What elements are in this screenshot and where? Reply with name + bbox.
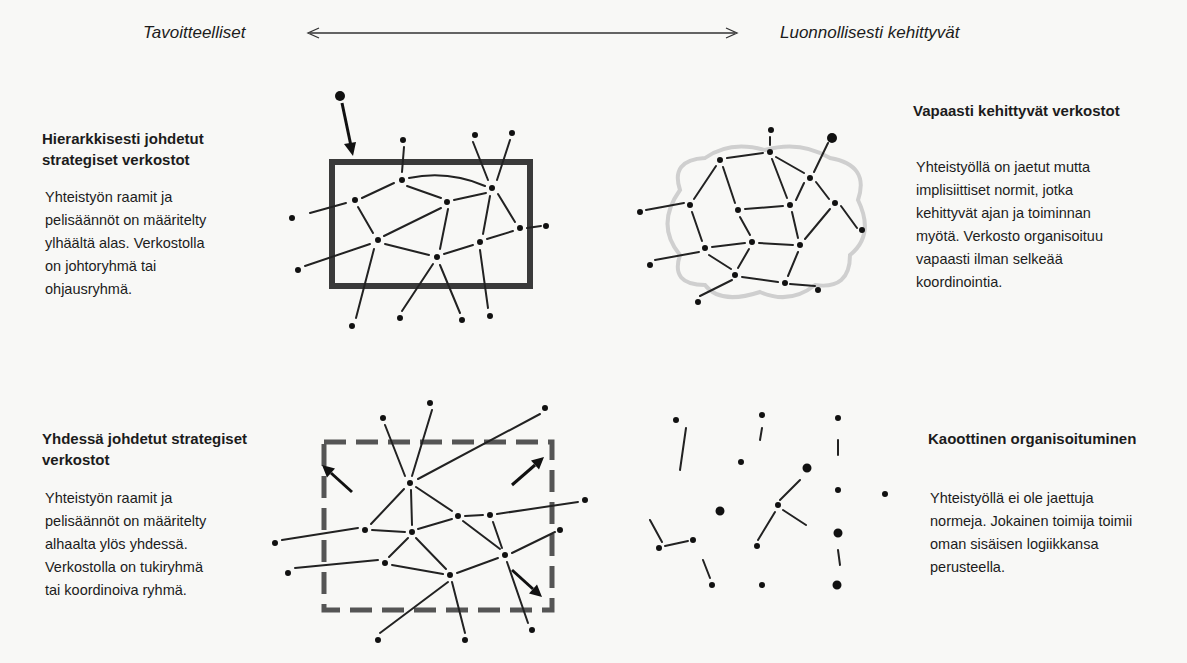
source-dot bbox=[335, 91, 345, 101]
hierarchical-network bbox=[292, 91, 546, 326]
axis-label: Tavoitteelliset bbox=[143, 22, 245, 44]
network-links bbox=[305, 140, 541, 318]
section-heading: Vapaasti kehittyvät verkostot bbox=[913, 100, 1143, 121]
arrow-shaft bbox=[512, 465, 535, 485]
network-dots bbox=[292, 133, 546, 326]
network-links bbox=[646, 137, 857, 296]
section-body: Yhteistyöllä ei ole jaettuja normeja. Jo… bbox=[930, 487, 1135, 579]
cloud-outline bbox=[668, 146, 865, 297]
down-arrow bbox=[342, 103, 351, 146]
arrow-shaft bbox=[331, 473, 352, 492]
free-network bbox=[640, 130, 865, 302]
outward-arrows bbox=[331, 465, 535, 589]
network-dots bbox=[640, 130, 862, 302]
section-heading: Hierarkkisesti johdetut strategiset verk… bbox=[42, 128, 267, 170]
arrow-shaft bbox=[512, 570, 533, 589]
chaotic-network bbox=[650, 415, 885, 585]
section-body: Yhteistyön raamit ja pelisäännöt on määr… bbox=[45, 186, 207, 301]
dashed-frame bbox=[324, 442, 552, 610]
network-links bbox=[282, 410, 578, 633]
network-dots bbox=[275, 403, 585, 640]
section-heading: Kaoottinen organisoituminen bbox=[928, 428, 1153, 449]
axis-line bbox=[310, 32, 735, 33]
network-links bbox=[650, 428, 840, 578]
arrow-head bbox=[529, 585, 542, 597]
arrow-head bbox=[531, 457, 544, 469]
axis-label: Luonnollisesti kehittyvät bbox=[780, 22, 960, 44]
section-body: Yhteistyön raamit ja pelisäännöt on määr… bbox=[45, 487, 207, 602]
section-body: Yhteistyöllä on jaetut mutta implisiitti… bbox=[916, 156, 1134, 294]
arrow-head bbox=[308, 28, 319, 38]
arrow-head bbox=[344, 142, 356, 156]
axis-arrow bbox=[308, 28, 737, 38]
network-dot bbox=[827, 133, 837, 143]
network-dots bbox=[659, 415, 885, 585]
section-heading: Yhdessä johdetut strategiset verkostot bbox=[42, 428, 267, 470]
joint-network bbox=[275, 403, 585, 640]
arrow-head bbox=[726, 28, 737, 38]
arrow-head bbox=[322, 465, 335, 477]
network-dots bbox=[720, 468, 838, 585]
